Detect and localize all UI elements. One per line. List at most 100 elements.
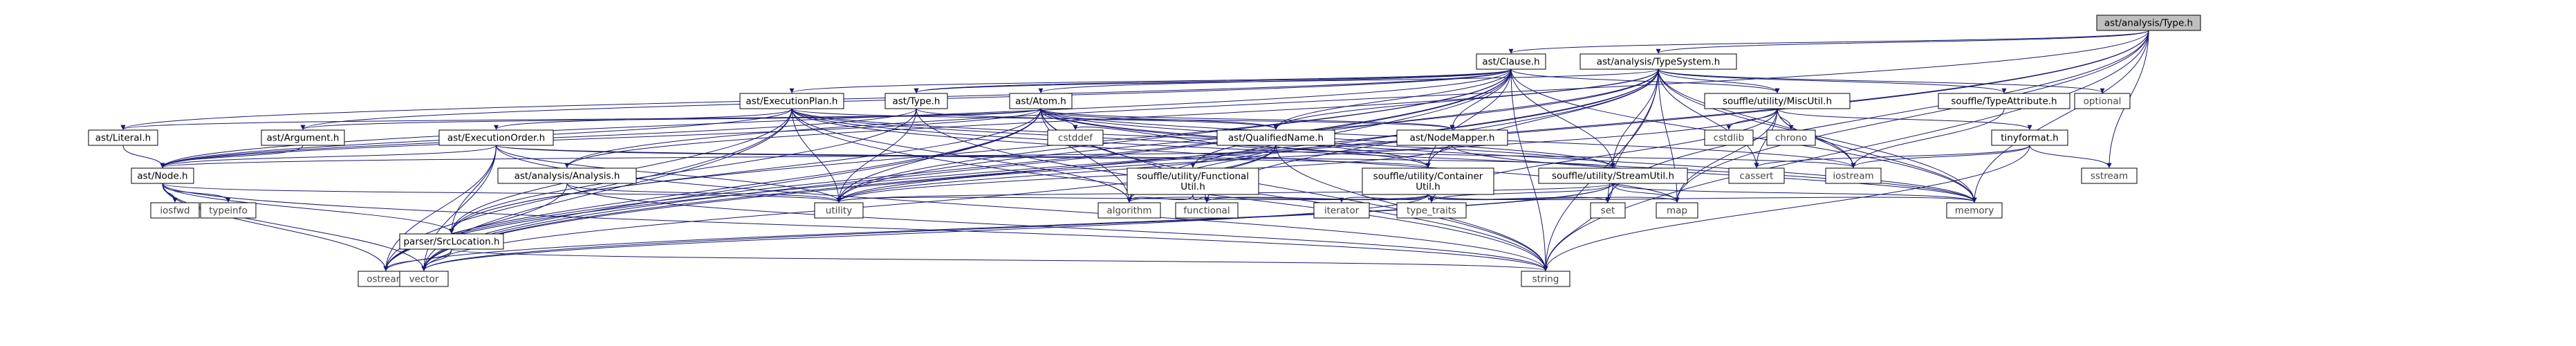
node-souffle-utility-streamutil-h[interactable]: souffle/utility/StreamUtil.h <box>1538 167 1688 184</box>
edge-clause-to-container_util <box>1425 69 1512 168</box>
node-ast-analysis-typesystem-h[interactable]: ast/analysis/TypeSystem.h <box>1579 53 1737 70</box>
node-ast-analysis-type-h[interactable]: ast/analysis/Type.h <box>2096 15 2201 31</box>
node-iterator: iterator <box>1313 202 1370 219</box>
edge-root-to-clause <box>1508 30 2149 54</box>
node-label: souffle/utility/StreamUtil.h <box>1552 171 1674 182</box>
edge-qualname-to-utility <box>836 145 1277 203</box>
node-vector: vector <box>399 271 449 287</box>
node-ast-executionorder-h[interactable]: ast/ExecutionOrder.h <box>438 129 554 146</box>
node-tinyformat-h[interactable]: tinyformat.h <box>1991 129 2068 146</box>
node-box <box>1938 93 2070 109</box>
node-ast-literal-h[interactable]: ast/Literal.h <box>88 129 158 146</box>
node-label: ast/ExecutionOrder.h <box>447 133 545 144</box>
node-sstream: sstream <box>2081 167 2138 184</box>
node-ast-clause-h[interactable]: ast/Clause.h <box>1476 53 1546 70</box>
node-cstddef: cstddef <box>1047 129 1104 146</box>
edge-root-to-vector <box>421 30 2149 271</box>
node-label: map <box>1667 206 1687 217</box>
node-ast-argument-h[interactable]: ast/Argument.h <box>261 129 345 146</box>
node-label: cstddef <box>1058 133 1093 144</box>
edge-stream_util-to-vector <box>421 183 1613 271</box>
node-ast-node-h[interactable]: ast/Node.h <box>131 167 194 184</box>
edge-qualname-to-cstddef <box>1073 125 1277 149</box>
node-label: cstdlib <box>1714 133 1744 144</box>
node-box <box>884 93 948 109</box>
file-nodes: ast/analysis/Type.h ast/Clause.h ast/analy… <box>88 15 2201 287</box>
edge-typesystem-to-cassert <box>1658 69 1759 168</box>
edge-typesystem-to-optional <box>1658 69 2105 93</box>
node-label: souffle/utility/Container <box>1373 171 1483 182</box>
node-ast-nodemapper-h[interactable]: ast/NodeMapper.h <box>1396 129 1508 146</box>
edge-tinyformat-to-string <box>1543 145 2030 271</box>
node-box <box>1127 167 1259 195</box>
node-ast-atom-h[interactable]: ast/Atom.h <box>1009 93 1073 109</box>
edge-execorder-to-node <box>160 145 497 168</box>
edge-container_util-to-functional <box>1204 194 1429 203</box>
node-chrono: chrono <box>1766 129 1816 146</box>
node-ast-analysis-analysis-h[interactable]: ast/analysis/Analysis.h <box>497 167 637 184</box>
node-memory: memory <box>1946 202 2003 219</box>
edge-node-to-string <box>162 183 1548 271</box>
edge-node-to-utility <box>162 183 842 203</box>
node-box <box>2096 15 2201 31</box>
node-label: ast/Type.h <box>892 96 940 107</box>
edge-root-to-typesystem <box>1656 30 2149 54</box>
node-box <box>200 202 257 219</box>
edge-asttype-to-qualname <box>916 108 1279 130</box>
node-box <box>1047 129 1104 146</box>
node-box <box>438 129 554 146</box>
node-box <box>1656 202 1698 219</box>
node-label: ast/Node.h <box>137 171 187 182</box>
edge-miscutil-to-cstdlib <box>1726 108 1778 130</box>
node-label: sstream <box>2091 171 2128 182</box>
edge-miscutil-to-map <box>1674 108 1778 203</box>
node-box <box>131 167 194 184</box>
edge-argument-to-node <box>160 145 304 168</box>
edge-node-to-vector <box>162 183 427 271</box>
node-cassert: cassert <box>1728 167 1785 184</box>
node-souffle-utility-miscutil-h[interactable]: souffle/utility/MiscUtil.h <box>1704 93 1851 109</box>
edge-typesystem-to-stream_util <box>1611 69 1659 168</box>
edge-atom-to-argument <box>300 108 1041 130</box>
node-box <box>150 202 200 219</box>
edge-analysis-to-ostream <box>383 183 568 271</box>
node-label: ast/Argument.h <box>267 133 340 144</box>
node-label: cassert <box>1740 171 1774 182</box>
edge-typesystem-to-memory <box>1658 69 1977 203</box>
node-box <box>399 271 449 287</box>
edge-atom-to-nodemapper <box>1040 108 1455 130</box>
node-box <box>1704 129 1754 146</box>
node-typeinfo: typeinfo <box>200 202 257 219</box>
edge-miscutil-to-chrono <box>1777 108 1794 130</box>
edge-stream_util-to-string <box>1543 183 1613 271</box>
node-label: iterator <box>1324 206 1360 217</box>
node-label: Util.h <box>1416 181 1440 192</box>
node-functional: functional <box>1175 202 1239 219</box>
edge-miscutil-to-utility <box>836 108 1778 203</box>
node-parser-srclocation-h[interactable]: parser/SrcLocation.h <box>399 233 504 250</box>
edge-clause-to-atom <box>1038 69 1512 93</box>
node-box <box>1728 167 1785 184</box>
edge-execplan-to-nodemapper <box>791 108 1455 130</box>
edge-stream_util-to-ostream <box>383 183 1613 271</box>
node-iosfwd: iosfwd <box>150 202 200 219</box>
edge-miscutil-to-tinyformat <box>1777 108 2032 130</box>
node-label: functional <box>1183 206 1230 217</box>
node-box <box>1175 202 1239 219</box>
node-box <box>1991 129 2068 146</box>
edge-clause-to-asttype <box>914 69 1512 93</box>
node-label: ast/Literal.h <box>95 133 151 144</box>
node-string: string <box>1521 271 1570 287</box>
node-ast-qualifiedname-h[interactable]: ast/QualifiedName.h <box>1216 129 1335 146</box>
node-ast-executionplan-h[interactable]: ast/ExecutionPlan.h <box>739 93 844 109</box>
edge-node-to-typeinfo <box>162 183 231 203</box>
edge-qualname-to-iostream <box>1275 145 1856 168</box>
edge-execorder-to-ostream <box>383 145 497 271</box>
edge-stream_util-to-memory <box>1613 183 1977 203</box>
node-souffle-typeattribute-h[interactable]: souffle/TypeAttribute.h <box>1938 93 2070 109</box>
edge-typeattr-to-iostream <box>1851 108 2005 168</box>
edge-typesystem-to-analysis <box>564 69 1659 168</box>
node-ast-type-h[interactable]: ast/Type.h <box>884 93 948 109</box>
